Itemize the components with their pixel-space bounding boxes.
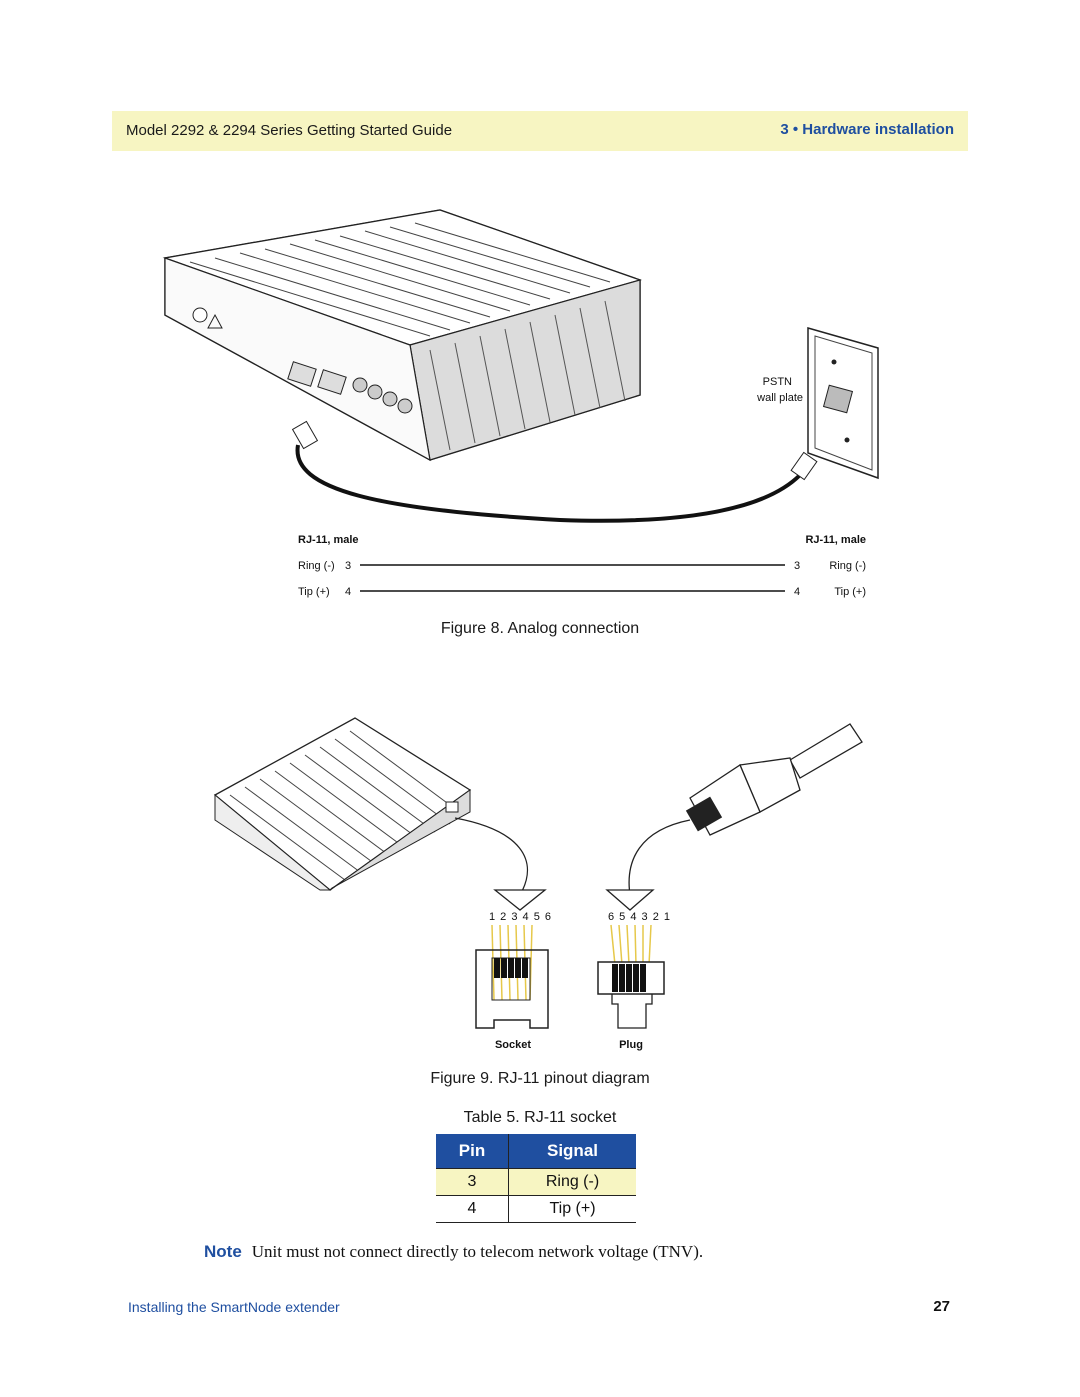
plug-arrow-curve [628,819,691,896]
figure-8-analog-connection: PSTN wall plate RJ-11, male RJ-11, male … [162,209,879,598]
pin-cell: 4 [436,1195,509,1223]
signal-cell: Tip (+) [508,1195,636,1223]
rj11-plug [597,961,665,1029]
socket-arrow-curve [454,817,529,896]
rj11-plug-cable [685,723,863,836]
table-5-caption: Table 5. RJ-11 socket [463,1109,617,1126]
note-paragraph: Note Unit must not connect directly to te… [204,1242,703,1262]
plug-arrow-head [605,889,655,911]
rj11-socket-table: Pin Signal 3 Ring (-) 4 Tip (+) [436,1134,636,1223]
footer-chapter-link[interactable]: Installing the SmartNode extender [128,1299,340,1315]
right-tip-pin: 4 [794,586,800,598]
socket-pin-numbers: 1 2 3 4 5 6 [489,911,552,923]
signal-column-header: Signal [508,1134,636,1169]
pstn-label: PSTN [763,376,792,388]
left-connector-label: RJ-11, male [298,534,359,546]
right-ring-label: Ring (-) [829,560,866,572]
pin-column-header: Pin [436,1134,509,1169]
left-tip-label: Tip (+) [298,586,330,598]
pstn-wall-plate [807,327,879,480]
left-ring-label: Ring (-) [298,560,335,572]
note-label: Note [204,1242,242,1261]
wall-plate-label: wall plate [756,392,803,404]
right-ring-pin: 3 [794,560,800,572]
document-title: Model 2292 & 2294 Series Getting Started… [126,122,453,139]
left-tip-pin: 4 [345,586,351,598]
right-tip-label: Tip (+) [834,586,866,598]
page-number: 27 [933,1298,950,1315]
plug-wires [610,924,652,966]
smartnode-device-small [213,717,472,891]
table-row: 3 Ring (-) [436,1168,636,1196]
rj11-socket [475,949,549,1029]
figure-8-caption: Figure 8. Analog connection [440,620,640,637]
signal-cell: Ring (-) [508,1168,636,1196]
smartnode-device-illustration [162,209,642,462]
table-header-row: Pin Signal [436,1134,636,1169]
plug-pin-numbers: 6 5 4 3 2 1 [608,911,671,923]
pin-cell: 3 [436,1168,509,1196]
socket-label: Socket [495,1039,531,1051]
socket-arrow-head [493,889,547,911]
chapter-title: 3 • Hardware installation [780,121,954,138]
phone-cable [291,420,818,523]
left-ring-pin: 3 [345,560,351,572]
table-row: 4 Tip (+) [436,1195,636,1223]
plug-label: Plug [619,1039,643,1051]
figure-9-caption: Figure 9. RJ-11 pinout diagram [430,1070,650,1087]
socket-wires [491,924,533,1001]
right-connector-label: RJ-11, male [805,534,866,546]
note-text: Unit must not connect directly to teleco… [251,1242,704,1261]
page-header: Model 2292 & 2294 Series Getting Started… [112,111,968,151]
